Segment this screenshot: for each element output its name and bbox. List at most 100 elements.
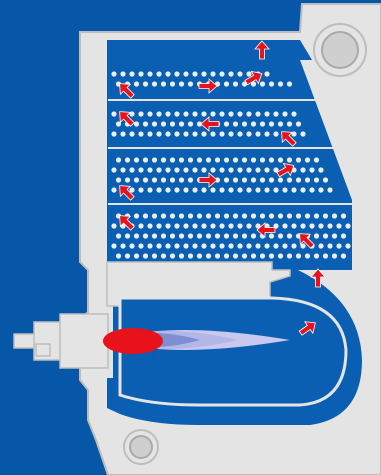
fire-tube <box>169 253 176 259</box>
fire-tube <box>304 213 311 219</box>
fire-tube <box>268 157 275 163</box>
fire-tube <box>286 177 293 183</box>
fire-tube <box>138 111 144 117</box>
fire-tube <box>129 243 135 249</box>
fire-tube <box>286 253 293 259</box>
fire-tube <box>187 121 194 127</box>
fire-tube <box>219 71 225 77</box>
fire-tube <box>313 233 320 239</box>
fire-tube <box>286 213 293 219</box>
fire-tube <box>111 131 117 137</box>
fire-tube <box>156 187 162 193</box>
fire-tube <box>228 167 234 173</box>
fire-tube <box>210 167 216 173</box>
fire-tube <box>201 243 207 249</box>
fire-tube <box>268 213 275 219</box>
fire-tube <box>142 213 149 219</box>
fire-tube <box>250 121 257 127</box>
fire-tube <box>178 81 185 87</box>
fire-tube <box>151 177 158 183</box>
fire-tube <box>246 243 252 249</box>
fire-tube <box>156 71 162 77</box>
fire-tube <box>133 157 140 163</box>
fire-tube <box>259 121 266 127</box>
fire-tube <box>228 71 234 77</box>
fire-tube <box>192 167 198 173</box>
fire-tube <box>322 213 329 219</box>
fire-tube <box>111 243 117 249</box>
fire-tube <box>160 213 167 219</box>
fire-tube <box>169 81 176 87</box>
fire-tube <box>192 71 198 77</box>
fire-tube <box>156 111 162 117</box>
fire-tube <box>223 213 230 219</box>
fire-tube <box>205 233 212 239</box>
fire-tube <box>196 253 203 259</box>
fire-tube <box>133 213 140 219</box>
fire-tube <box>241 253 248 259</box>
fire-tube <box>196 121 203 127</box>
fire-tube <box>300 243 306 249</box>
fire-tube <box>313 157 320 163</box>
fire-tube <box>331 213 338 219</box>
fire-tube <box>264 167 270 173</box>
fire-tube <box>268 81 275 87</box>
fire-tube <box>187 233 194 239</box>
fire-tube <box>183 131 189 137</box>
fire-tube <box>210 111 216 117</box>
fire-tube <box>142 157 149 163</box>
fire-tube <box>205 253 212 259</box>
fire-tube <box>286 81 293 87</box>
lower-port-circle-icon <box>123 429 159 465</box>
fire-tube <box>214 253 221 259</box>
fire-tube <box>255 187 261 193</box>
fire-tube <box>228 243 234 249</box>
fire-tube <box>259 177 266 183</box>
fire-tube <box>169 213 176 219</box>
fire-tube <box>219 223 225 229</box>
fire-tube <box>219 187 225 193</box>
fire-tube <box>196 213 203 219</box>
fire-tube <box>268 121 275 127</box>
fire-tube <box>165 167 171 173</box>
fire-tube <box>183 223 189 229</box>
fire-tube <box>165 131 171 137</box>
fire-tube <box>282 187 288 193</box>
fire-tube <box>318 167 324 173</box>
fire-tube <box>174 223 180 229</box>
fire-tube <box>160 253 167 259</box>
fire-tube <box>151 121 158 127</box>
fire-tube <box>318 223 324 229</box>
fire-tube <box>169 233 176 239</box>
fire-tube <box>228 223 234 229</box>
fire-tube <box>223 177 230 183</box>
fire-tube <box>223 157 230 163</box>
fire-tube <box>331 253 338 259</box>
fire-tube <box>313 213 320 219</box>
fire-tube <box>318 243 324 249</box>
red-arrow-icon <box>299 233 315 249</box>
fire-tube <box>295 157 302 163</box>
fire-tube <box>246 111 252 117</box>
fire-tube <box>201 167 207 173</box>
fire-tube <box>277 177 284 183</box>
fire-tube <box>156 131 162 137</box>
fire-tube <box>156 223 162 229</box>
fire-tube <box>223 233 230 239</box>
fire-tube <box>183 71 189 77</box>
fire-tube <box>313 253 320 259</box>
fire-tube <box>174 167 180 173</box>
fire-tube <box>237 187 243 193</box>
fire-tube <box>124 253 131 259</box>
fire-tube <box>277 157 284 163</box>
fire-tube <box>282 111 288 117</box>
fire-tube <box>286 157 293 163</box>
fire-tube <box>115 233 122 239</box>
fire-tube <box>147 223 153 229</box>
fire-tube <box>246 167 252 173</box>
red-arrow-icon <box>198 78 218 94</box>
fire-tube <box>250 253 257 259</box>
fire-tube <box>129 71 135 77</box>
fire-tube <box>147 243 153 249</box>
fire-tube <box>241 213 248 219</box>
